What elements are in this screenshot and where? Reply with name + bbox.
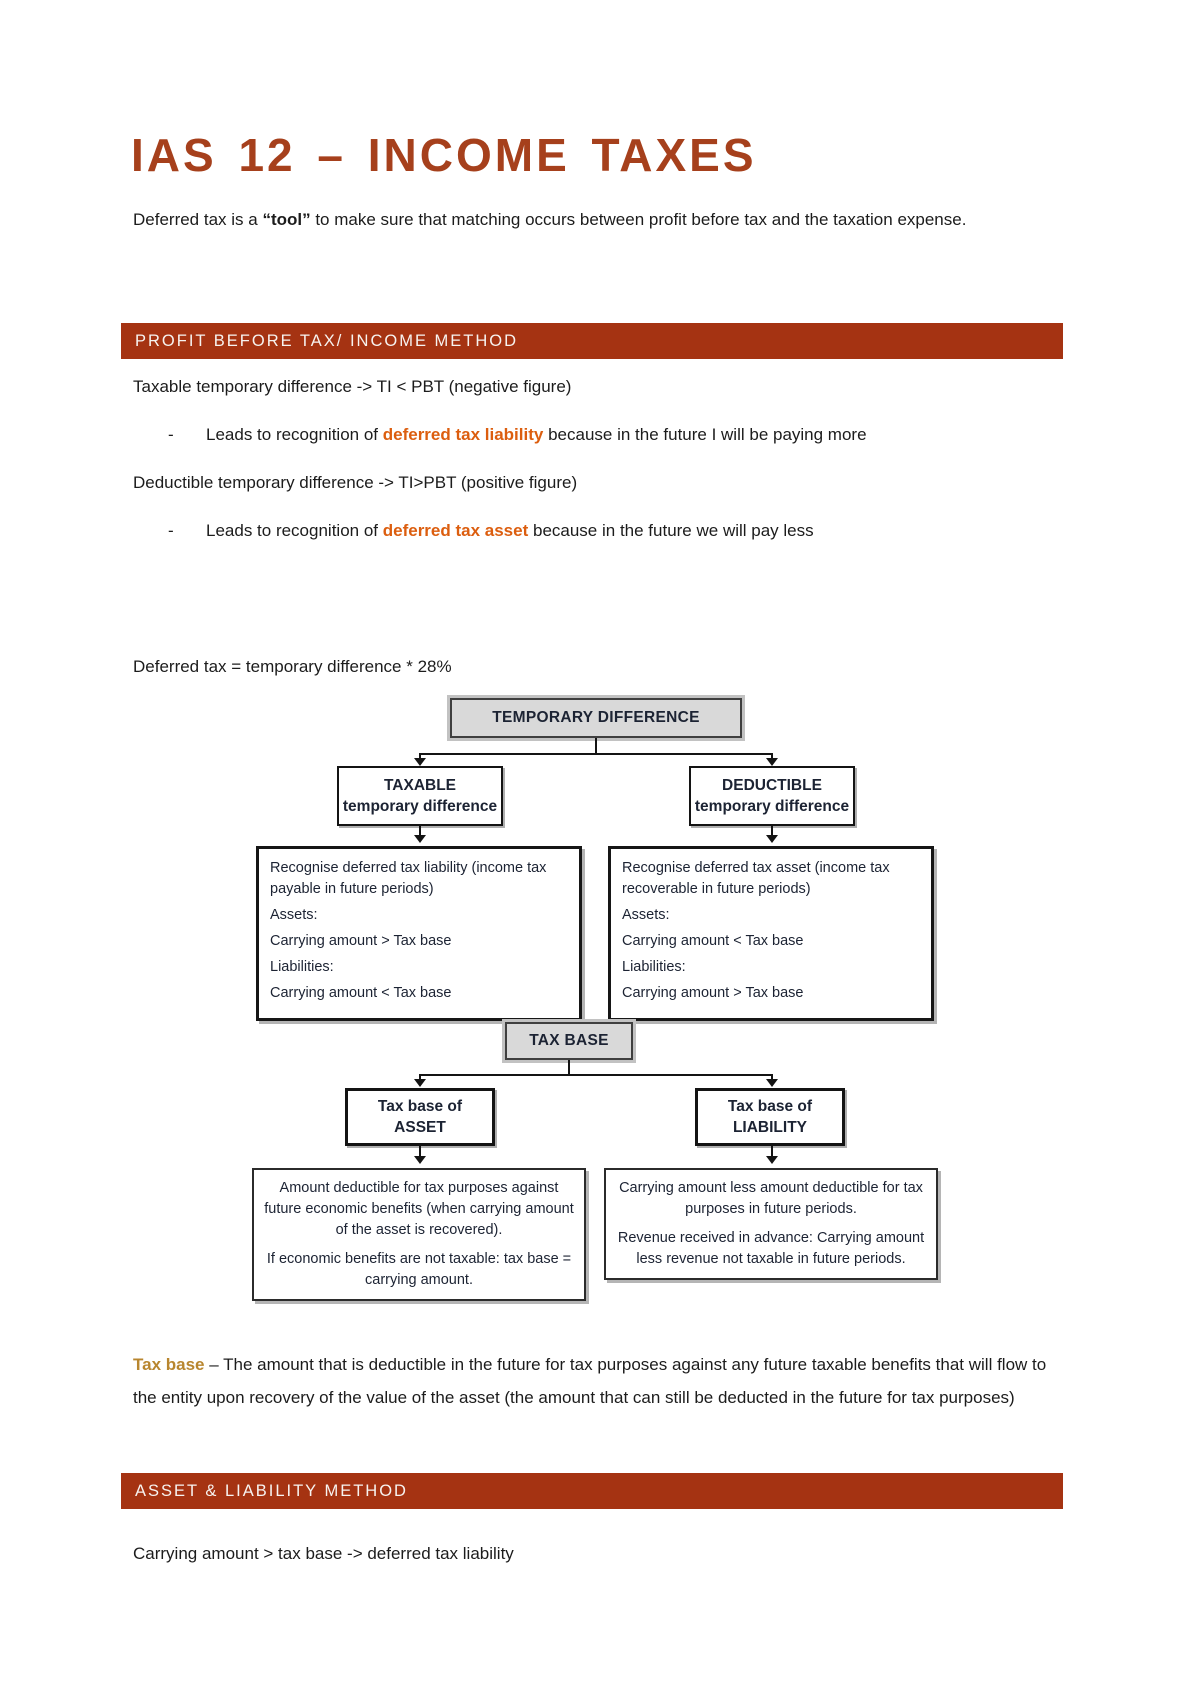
connector-arrow-down-icon	[766, 758, 778, 766]
node-taxable-difference: TAXABLE temporary difference	[337, 766, 503, 826]
list-item: Carrying amount less amount deductible f…	[619, 1180, 923, 1217]
connector-arrow-down-icon	[766, 835, 778, 843]
bullet-deferred-tax-asset: - Leads to recognition of deferred tax as…	[168, 514, 1078, 547]
connector-arrow-down-icon	[414, 1079, 426, 1087]
bullet1-highlight: deferred tax liability	[382, 425, 544, 444]
section-header-asset-liability-method: ASSET & LIABILITY METHOD	[121, 1473, 1063, 1509]
list-item: Assets:	[622, 907, 670, 923]
node-title-line2: temporary difference	[342, 798, 498, 815]
connector-line	[771, 1074, 773, 1080]
tax-base-rest: – The amount that is deductible in the f…	[133, 1355, 1047, 1407]
connector-line	[771, 753, 773, 759]
connector-line	[419, 1146, 421, 1158]
intro-paragraph: Deferred tax is a “tool” to make sure th…	[133, 203, 993, 236]
list-item: Assets:	[270, 907, 318, 923]
connector-arrow-down-icon	[414, 835, 426, 843]
connector-line	[595, 738, 597, 753]
connector-line	[771, 826, 773, 837]
carrying-amount-line: Carrying amount > tax base -> deferred t…	[133, 1544, 514, 1563]
connector-line	[419, 826, 421, 837]
bullet-deferred-tax-liability: - Leads to recognition of deferred tax li…	[168, 418, 1078, 451]
deferred-tax-formula: Deferred tax = temporary difference * 28…	[133, 657, 452, 676]
connector-line	[419, 1074, 421, 1080]
connector-line	[419, 753, 773, 755]
bullet-dash: -	[168, 425, 174, 444]
desc-taxable-difference: Recognise deferred tax liability (income…	[256, 846, 582, 1021]
list-item: Liabilities:	[270, 959, 334, 975]
connector-arrow-down-icon	[414, 758, 426, 766]
page-title: IAS 12 – INCOME TAXES	[131, 129, 757, 181]
node-tax-base-asset: Tax base of ASSET	[345, 1088, 495, 1146]
connector-line	[568, 1060, 570, 1074]
bullet1-pre: Leads to recognition of	[206, 425, 383, 444]
tax-base-lead: Tax base	[133, 1355, 205, 1374]
desc-tax-base-asset: Amount deductible for tax purposes again…	[252, 1168, 586, 1301]
connector-arrow-down-icon	[766, 1156, 778, 1164]
list-item: Revenue received in advance: Carrying am…	[617, 1230, 925, 1267]
node-title-line2: ASSET	[394, 1119, 446, 1136]
bullet2-pre: Leads to recognition of	[206, 521, 383, 540]
taxable-difference-line: Taxable temporary difference -> TI < PBT…	[133, 377, 572, 396]
intro-text-post: to make sure that matching occurs betwee…	[310, 210, 967, 229]
diagram-root-temporary-difference: TEMPORARY DIFFERENCE	[447, 695, 745, 741]
list-item: Amount deductible for tax purposes again…	[264, 1180, 574, 1238]
section-header-profit-before-tax: PROFIT BEFORE TAX/ INCOME METHOD	[121, 323, 1063, 359]
connector-line	[419, 1074, 773, 1076]
list-item: Liabilities:	[622, 959, 686, 975]
node-title-line1: Tax base of	[727, 1098, 813, 1115]
list-item: Carrying amount > Tax base	[270, 933, 452, 949]
node-title-line2: temporary difference	[694, 798, 850, 815]
bullet-dash: -	[168, 521, 174, 540]
list-item: Carrying amount < Tax base	[270, 985, 452, 1001]
desc-deductible-difference: Recognise deferred tax asset (income tax…	[608, 846, 934, 1021]
node-title-line1: DEDUCTIBLE	[722, 777, 822, 794]
list-item: Recognise deferred tax liability (income…	[270, 860, 547, 897]
diagram-root-tax-base: TAX BASE	[502, 1019, 636, 1063]
node-tax-base-liability: Tax base of LIABILITY	[695, 1088, 845, 1146]
list-item: If economic benefits are not taxable: ta…	[266, 1251, 572, 1288]
connector-line	[771, 1146, 773, 1158]
bullet2-post: because in the future we will pay less	[528, 521, 814, 540]
deductible-difference-line: Deductible temporary difference -> TI>PB…	[133, 473, 578, 492]
connector-line	[419, 753, 421, 759]
tax-base-definition: Tax base – The amount that is deductible…	[133, 1348, 1073, 1414]
bullet1-post: because in the future I will be paying m…	[543, 425, 867, 444]
desc-tax-base-liability: Carrying amount less amount deductible f…	[604, 1168, 938, 1280]
node-deductible-difference: DEDUCTIBLE temporary difference	[689, 766, 855, 826]
bullet2-highlight: deferred tax asset	[382, 521, 529, 540]
intro-bold-tool: “tool”	[262, 210, 311, 229]
list-item: Carrying amount > Tax base	[622, 985, 804, 1001]
connector-arrow-down-icon	[766, 1079, 778, 1087]
node-title-line2: LIABILITY	[732, 1119, 808, 1136]
connector-arrow-down-icon	[414, 1156, 426, 1164]
node-title-line1: Tax base of	[377, 1098, 463, 1115]
node-title-line1: TAXABLE	[383, 777, 457, 794]
temporary-difference-diagram: TEMPORARY DIFFERENCE TAXABLE temporary d…	[0, 695, 1200, 1028]
list-item: Carrying amount < Tax base	[622, 933, 804, 949]
intro-text-pre: Deferred tax is a	[133, 210, 263, 229]
tax-base-diagram: TAX BASE Tax base of ASSET Tax base of L…	[0, 1019, 1200, 1314]
list-item: Recognise deferred tax asset (income tax…	[622, 860, 890, 897]
